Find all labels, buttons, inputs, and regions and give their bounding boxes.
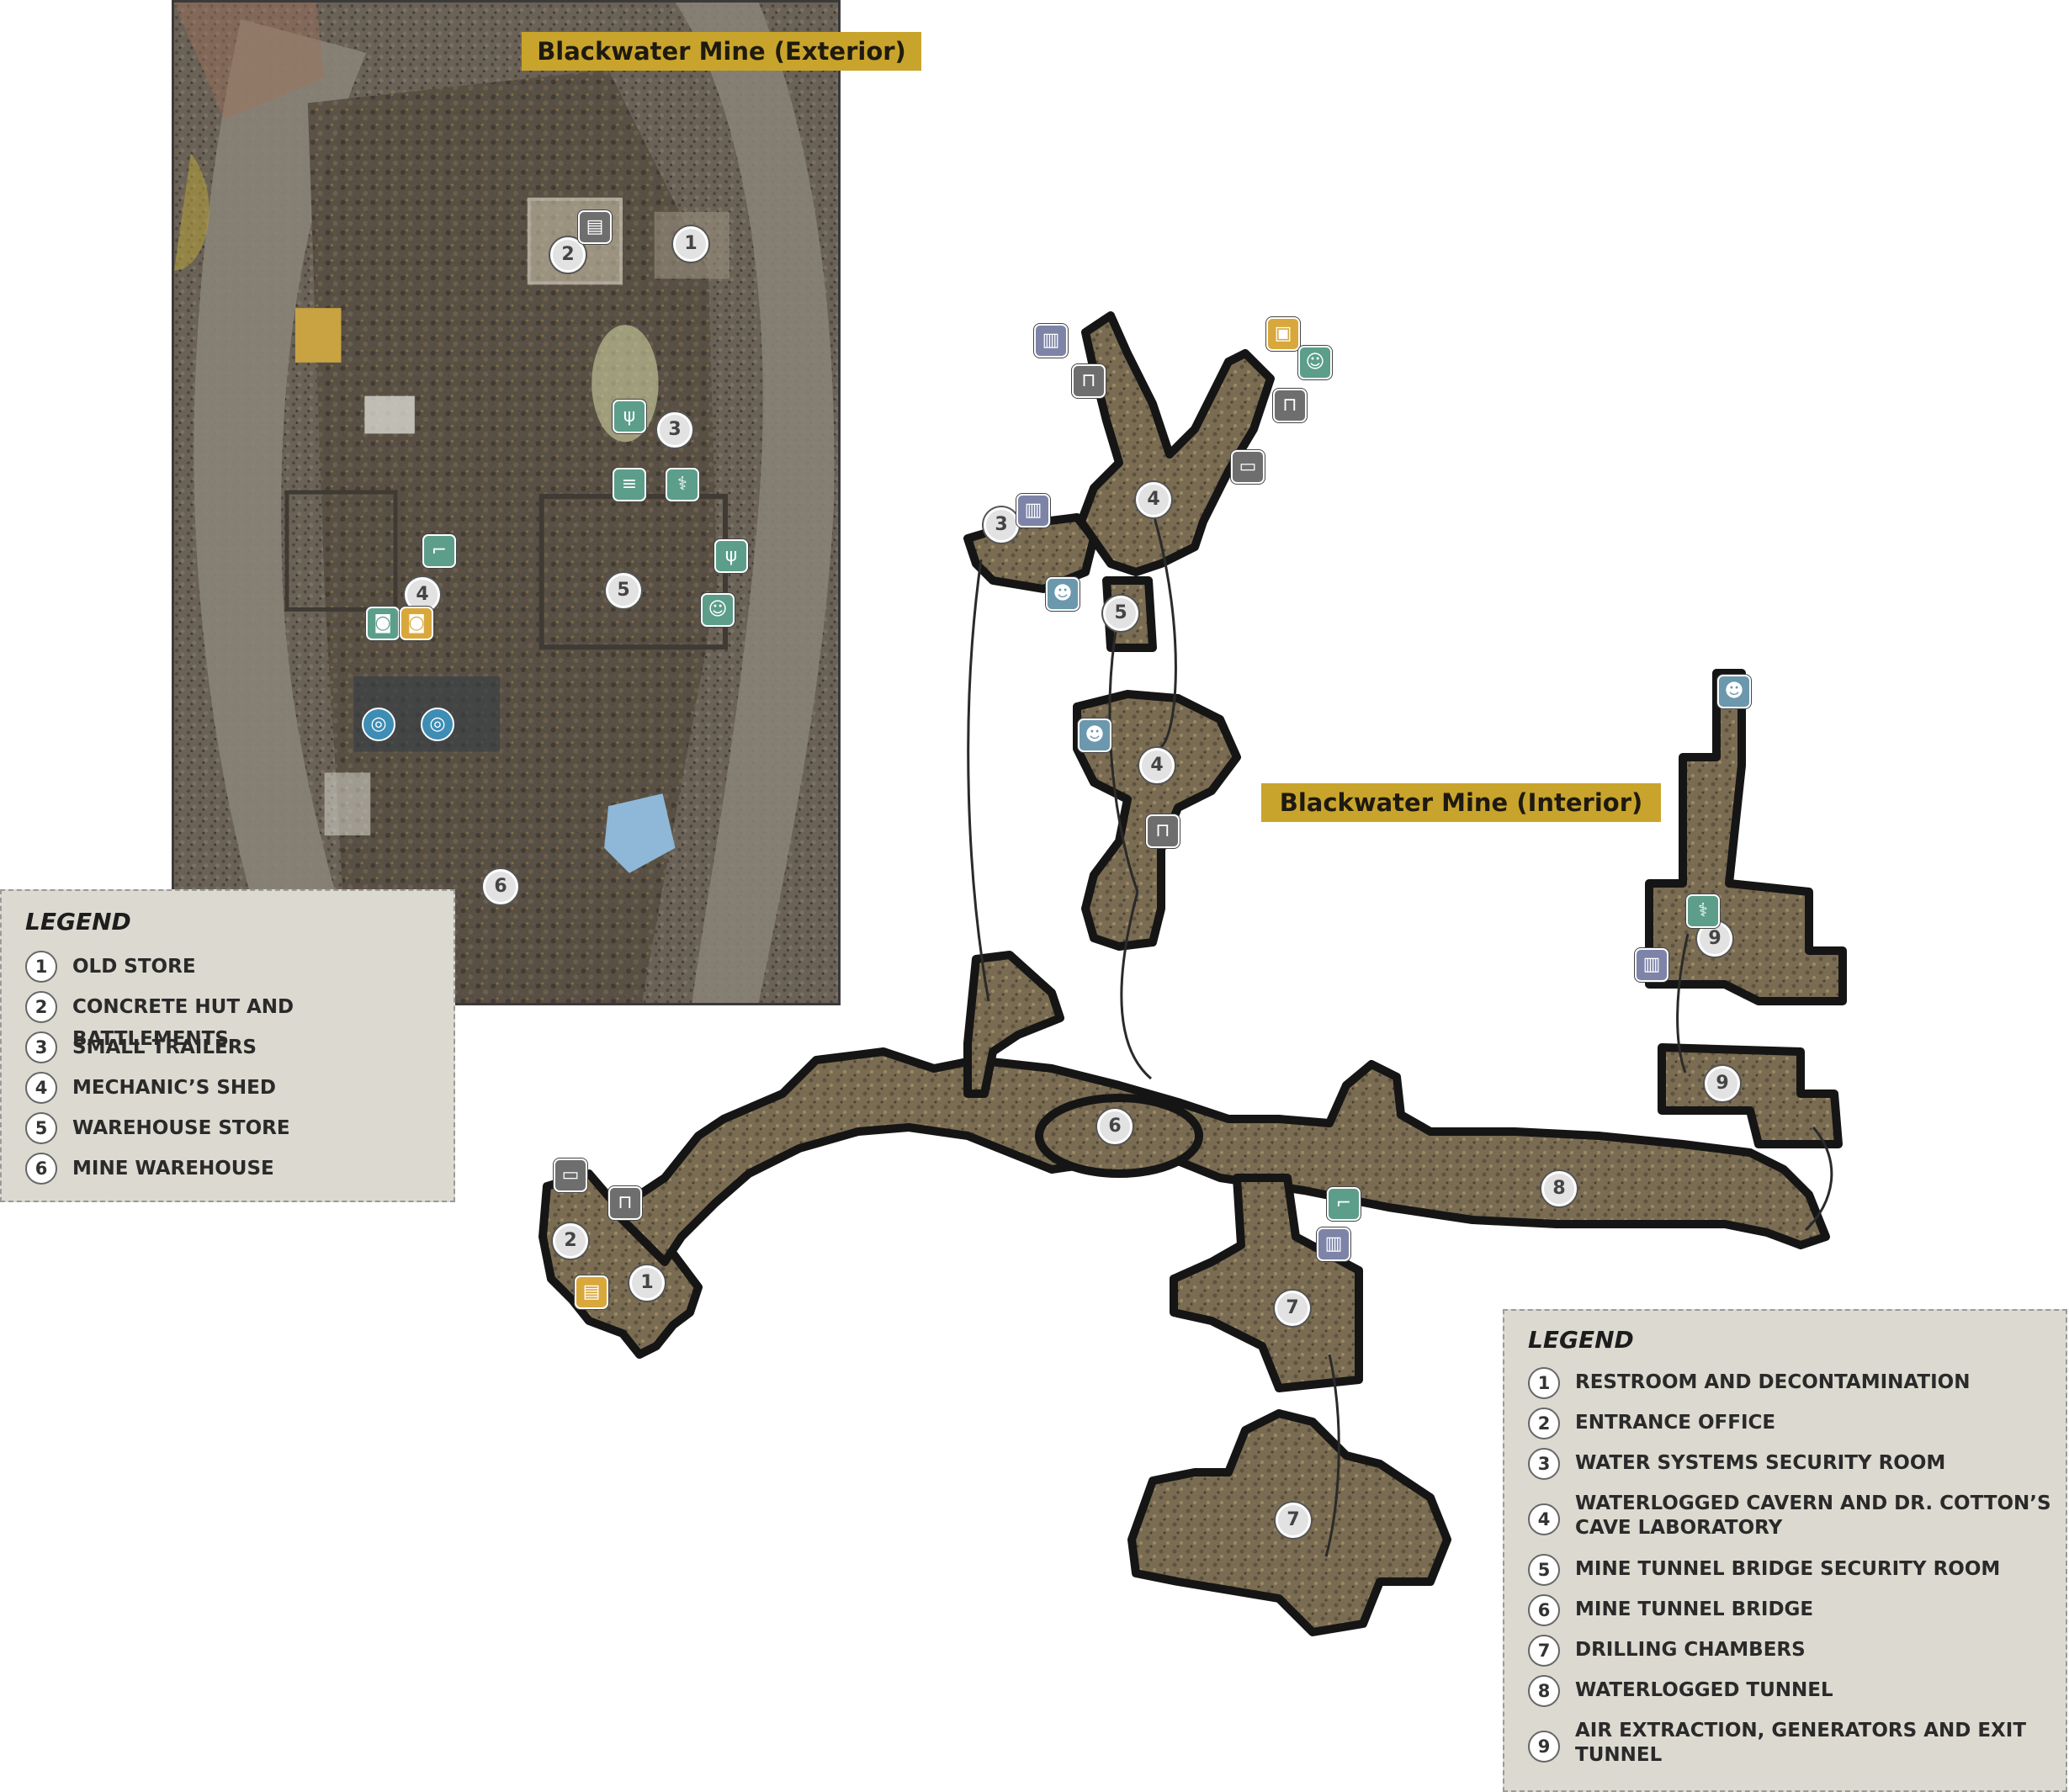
terminal-icon[interactable]: ▭: [1231, 450, 1265, 484]
exterior-marker-1[interactable]: 1: [673, 226, 708, 262]
legend-label: MECHANIC’S SHED: [72, 1077, 276, 1099]
holotape-icon[interactable]: ▤: [575, 1275, 608, 1309]
legend-item: 5 MINE TUNNEL BRIDGE SECURITY ROOM: [1528, 1554, 2066, 1594]
exterior-aerial-image: [174, 3, 838, 1003]
exterior-map-title: Blackwater Mine (Exterior): [522, 32, 921, 71]
legend-item: 1 RESTROOM AND DECONTAMINATION: [1528, 1367, 2066, 1408]
legend-number: 1: [25, 951, 57, 983]
legend-number: 8: [1528, 1675, 1560, 1707]
pistol-icon[interactable]: ⌐: [1327, 1187, 1361, 1221]
book-icon[interactable]: ▥: [1317, 1227, 1350, 1261]
legend-label: CONCRETE HUT AND BATTLEMENTS: [72, 996, 294, 1050]
holotape-icon[interactable]: ▤: [578, 210, 612, 244]
legend-label: WATERLOGGED CAVERN AND DR. COTTON’S CAVE…: [1575, 1492, 2051, 1539]
interior-marker-7-lower[interactable]: 7: [1276, 1503, 1311, 1538]
interior-marker-3[interactable]: 3: [984, 507, 1019, 543]
legend-item: 3 WATER SYSTEMS SECURITY ROOM: [1528, 1448, 2066, 1488]
legend-label: WATER SYSTEMS SECURITY ROOM: [1575, 1452, 1946, 1474]
legend-number: 3: [25, 1031, 57, 1063]
book-icon[interactable]: ▥: [1635, 948, 1668, 982]
interior-legend: LEGEND 1 RESTROOM AND DECONTAMINATION 2 EN…: [1503, 1309, 2067, 1792]
book-icon[interactable]: ▥: [1034, 324, 1068, 358]
legend-item: 7 DRILLING CHAMBERS: [1528, 1635, 2066, 1675]
power-armor-icon[interactable]: ◙: [400, 607, 433, 640]
legend-label: MINE TUNNEL BRIDGE: [1575, 1598, 1814, 1620]
legend-number: 5: [25, 1112, 57, 1144]
legend-label: MINE WAREHOUSE: [72, 1158, 274, 1180]
bobblehead-icon[interactable]: ☻: [1717, 675, 1751, 708]
legend-label: DRILLING CHAMBERS: [1575, 1639, 1806, 1661]
legend-label: WAREHOUSE STORE: [72, 1117, 290, 1139]
lock-icon[interactable]: ⊓: [1072, 364, 1106, 398]
interior-marker-9-lower[interactable]: 9: [1705, 1066, 1740, 1101]
exterior-legend: LEGEND 1 OLD STORE 2 CONCRETE HUT AND BATT…: [0, 889, 455, 1202]
legend-number: 5: [1528, 1554, 1560, 1586]
legend-number: 1: [1528, 1367, 1560, 1399]
legend-number: 2: [1528, 1408, 1560, 1439]
legend-number: 2: [25, 991, 57, 1023]
exterior-marker-6[interactable]: 6: [483, 869, 518, 904]
interior-marker-8[interactable]: 8: [1541, 1171, 1577, 1206]
legend-item: 5 WAREHOUSE STORE: [25, 1112, 454, 1153]
fork-knife-icon[interactable]: ψ: [714, 539, 748, 573]
pistol-icon[interactable]: ⌐: [422, 534, 456, 568]
stimpak-icon[interactable]: ⚕: [1686, 894, 1720, 928]
interior-marker-2[interactable]: 2: [553, 1223, 588, 1259]
legend-label: OLD STORE: [72, 956, 196, 978]
legend-label: RESTROOM AND DECONTAMINATION: [1575, 1371, 1971, 1393]
legend-item: 6 MINE WAREHOUSE: [25, 1153, 454, 1193]
legend-label: ENTRANCE OFFICE: [1575, 1412, 1776, 1434]
legend-label: WATERLOGGED TUNNEL: [1575, 1679, 1833, 1701]
bobblehead-icon[interactable]: ☻: [1078, 718, 1111, 752]
lock-icon[interactable]: ⊓: [1146, 814, 1180, 848]
legend-heading: LEGEND: [25, 908, 131, 936]
legend-item: 1 OLD STORE: [25, 951, 454, 991]
legend-item: 2 CONCRETE HUT AND BATTLEMENTS: [25, 991, 454, 1050]
legend-label: MINE TUNNEL BRIDGE SECURITY ROOM: [1575, 1558, 2001, 1580]
vault-boy-icon[interactable]: ☺: [701, 593, 735, 627]
exterior-marker-2[interactable]: 2: [550, 237, 586, 273]
legend-label: AIR EXTRACTION, GENERATORS AND EXIT TUNN…: [1575, 1720, 2027, 1766]
power-armor-icon[interactable]: ◙: [366, 607, 400, 640]
bobblehead-icon[interactable]: ☻: [1046, 577, 1080, 611]
legend-item: 4 MECHANIC’S SHED: [25, 1072, 454, 1112]
interior-map-title: Blackwater Mine (Interior): [1261, 783, 1661, 822]
legend-number: 4: [1528, 1503, 1560, 1535]
legend-item: 6 MINE TUNNEL BRIDGE: [1528, 1594, 2066, 1635]
turret-icon[interactable]: ◎: [421, 708, 454, 741]
fork-knife-icon[interactable]: ψ: [613, 400, 646, 433]
legend-item: 2 ENTRANCE OFFICE: [1528, 1408, 2066, 1448]
interior-marker-5[interactable]: 5: [1103, 596, 1138, 631]
interior-marker-4-upper[interactable]: 4: [1136, 482, 1171, 517]
legend-item: 3 SMALL TRAILERS: [25, 1031, 454, 1072]
lock-icon[interactable]: ⊓: [608, 1186, 642, 1220]
turret-icon[interactable]: ◎: [362, 708, 395, 741]
interior-marker-1[interactable]: 1: [629, 1265, 665, 1301]
legend-item: 4 WATERLOGGED CAVERN AND DR. COTTON’S CAV…: [1528, 1488, 2066, 1554]
stimpak-icon[interactable]: ⚕: [666, 468, 699, 501]
book-icon[interactable]: ▥: [1016, 494, 1050, 528]
locker-icon[interactable]: ≡: [613, 468, 646, 501]
exterior-map[interactable]: 1 2 3 4 5 6 ▤ ψ ≡ ⚕ ψ ☺ ⌐ ◙ ◙ ◎ ◎: [172, 0, 841, 1005]
terminal-icon[interactable]: ▭: [554, 1158, 587, 1192]
interior-marker-4-lower[interactable]: 4: [1139, 748, 1175, 783]
legend-item: 9 AIR EXTRACTION, GENERATORS AND EXIT TUN…: [1528, 1715, 2066, 1781]
legend-number: 4: [25, 1072, 57, 1104]
exterior-marker-5[interactable]: 5: [606, 573, 641, 608]
lock-icon[interactable]: ⊓: [1273, 389, 1307, 422]
legend-number: 7: [1528, 1635, 1560, 1667]
vault-boy-icon[interactable]: ☺: [1298, 346, 1332, 379]
legend-label: SMALL TRAILERS: [72, 1036, 257, 1058]
legend-number: 3: [1528, 1448, 1560, 1480]
exterior-marker-3[interactable]: 3: [657, 412, 692, 448]
legend-number: 6: [25, 1153, 57, 1185]
legend-number: 6: [1528, 1594, 1560, 1626]
interior-marker-7-upper[interactable]: 7: [1275, 1291, 1310, 1326]
legend-number: 9: [1528, 1731, 1560, 1763]
toolbox-icon[interactable]: ▣: [1266, 317, 1300, 351]
legend-heading: LEGEND: [1528, 1326, 1634, 1354]
legend-item: 8 WATERLOGGED TUNNEL: [1528, 1675, 2066, 1715]
interior-marker-6[interactable]: 6: [1097, 1109, 1133, 1144]
